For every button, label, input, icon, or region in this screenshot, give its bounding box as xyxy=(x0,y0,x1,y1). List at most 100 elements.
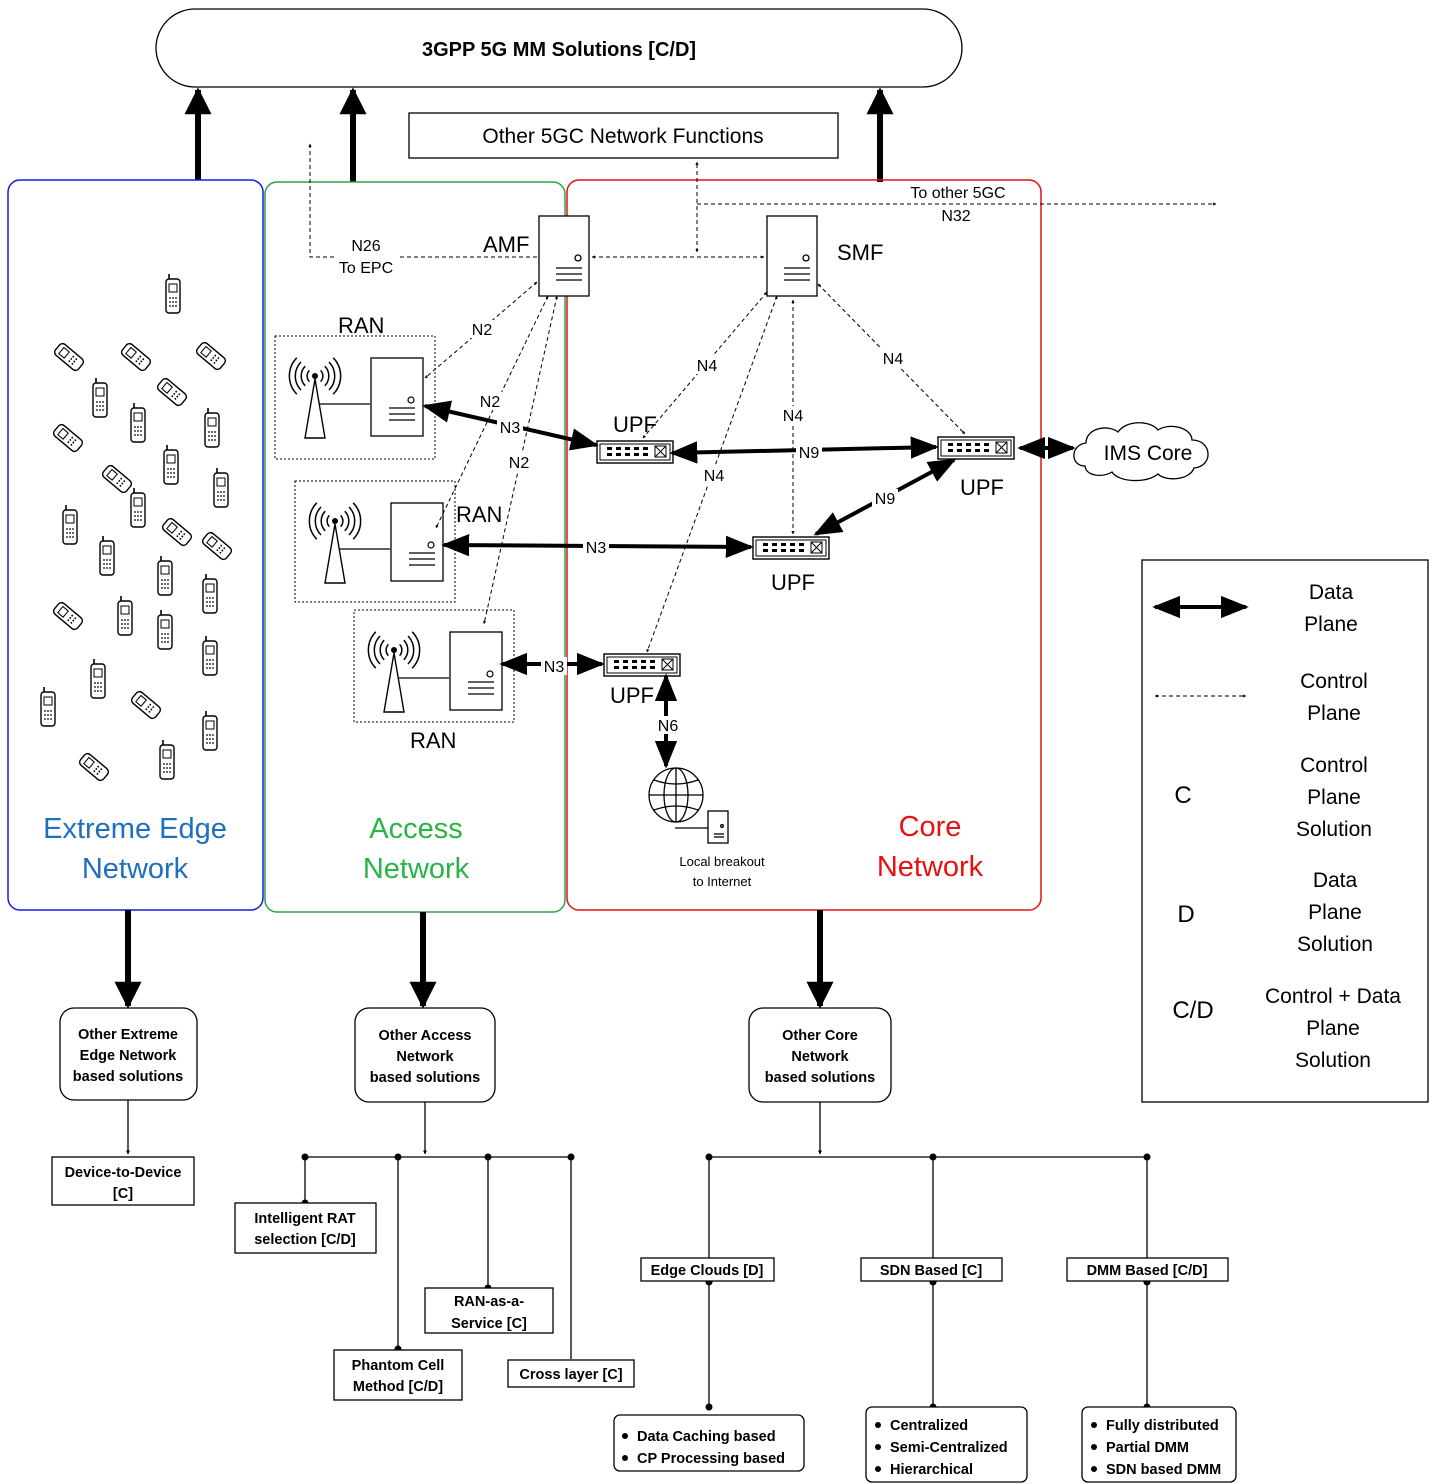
legend-cd-line1: Control + Data xyxy=(1265,985,1401,1008)
phantom-cell-box xyxy=(333,1349,463,1401)
list-item: Hierarchical xyxy=(890,1462,973,1478)
edge-region-label-1: Extreme Edge xyxy=(43,813,227,845)
phone-icon xyxy=(52,601,84,631)
title-box xyxy=(155,8,963,88)
base-station-icon xyxy=(370,357,424,437)
smf-label: SMF xyxy=(837,240,883,265)
antenna-tower-icon xyxy=(308,502,362,584)
ims-core-label: IMS Core xyxy=(1104,442,1193,465)
cross-layer-box xyxy=(507,1359,635,1388)
local-server-icon xyxy=(675,810,729,844)
edge-clouds-label: Edge Clouds [D] xyxy=(651,1263,764,1279)
legend-data-plane-line2: Plane xyxy=(1304,613,1358,636)
bullet-icon xyxy=(875,1444,881,1450)
ims-cloud-icon xyxy=(1073,422,1209,482)
access-solutions-line1: Other Access xyxy=(379,1028,472,1044)
device-cloud xyxy=(40,274,233,782)
upf-4-label: UPF xyxy=(610,683,654,708)
phone-icon xyxy=(99,536,115,576)
phantom-cell-line1: Phantom Cell xyxy=(352,1358,445,1374)
phone-icon xyxy=(195,341,227,371)
list-item: SDN based DMM xyxy=(1106,1462,1221,1478)
phone-icon xyxy=(159,740,175,780)
bullet-icon xyxy=(1091,1466,1097,1472)
phone-icon xyxy=(78,752,110,782)
d2d-box xyxy=(51,1156,195,1206)
legend-box xyxy=(1141,559,1429,1103)
base-station-icon xyxy=(390,502,444,582)
base-station-icon xyxy=(449,631,503,711)
list-item: Semi-Centralized xyxy=(890,1440,1008,1456)
core-region-label-2: Network xyxy=(877,851,984,883)
phone-icon xyxy=(165,274,181,314)
legend-cd-line3: Solution xyxy=(1295,1049,1371,1072)
bullet-icon xyxy=(1091,1422,1097,1428)
core-solutions-line1: Other Core xyxy=(782,1028,858,1044)
antenna-tower-icon xyxy=(367,631,421,713)
access-region-label-1: Access xyxy=(369,813,462,845)
dmm-based-label: DMM Based [C/D] xyxy=(1087,1263,1208,1279)
edge-clouds-list-box xyxy=(613,1414,805,1472)
upf-2-icon xyxy=(937,436,1015,460)
legend-c-symbol: C xyxy=(1174,782,1191,809)
n4-label-a: N4 xyxy=(697,358,718,375)
legend-control-plane-line1: Control xyxy=(1300,670,1368,693)
other-5gc-nf-box xyxy=(408,112,839,159)
intelligent-rat-line1: Intelligent RAT xyxy=(254,1211,355,1227)
intelligent-rat-line2: selection [C/D] xyxy=(254,1232,356,1248)
legend-c-line3: Solution xyxy=(1296,818,1372,841)
ran-2-icon xyxy=(294,480,456,603)
legend-d-line2: Plane xyxy=(1308,901,1362,924)
legend: Data Plane Control Plane C Control Plane… xyxy=(1141,559,1429,1103)
diagram-title: 3GPP 5G MM Solutions [C/D] xyxy=(422,39,696,61)
phone-icon xyxy=(202,574,218,614)
access-solutions-line2: Network xyxy=(396,1049,454,1065)
upf-1-label: UPF xyxy=(613,412,657,437)
phone-icon xyxy=(157,556,173,596)
phone-icon xyxy=(101,464,133,494)
list-item: Partial DMM xyxy=(1106,1440,1189,1456)
bullet-icon xyxy=(1091,1444,1097,1450)
phone-icon xyxy=(130,690,162,720)
core-solutions-line3: based solutions xyxy=(765,1070,875,1086)
ran-3-label: RAN xyxy=(410,728,456,753)
legend-c-line2: Plane xyxy=(1307,786,1361,809)
lbo-label-2: to Internet xyxy=(693,874,752,889)
list-item: Fully distributed xyxy=(1106,1418,1219,1434)
phone-icon xyxy=(90,659,106,699)
legend-c-line1: Control xyxy=(1300,754,1368,777)
extreme-edge-region xyxy=(7,179,264,911)
phone-icon xyxy=(156,377,188,407)
legend-cd-symbol: C/D xyxy=(1172,997,1213,1024)
phone-icon xyxy=(157,610,173,650)
raas-line2: Service [C] xyxy=(451,1316,527,1332)
list-item: Centralized xyxy=(890,1418,968,1434)
ran-frame xyxy=(274,335,436,460)
phone-icon xyxy=(40,687,56,727)
core-tree-lines xyxy=(705,1102,1151,1411)
upf-3-label: UPF xyxy=(771,570,815,595)
n3-label-a: N3 xyxy=(500,420,521,437)
upf-4-icon xyxy=(603,653,681,677)
upf-2-label: UPF xyxy=(960,475,1004,500)
phone-icon xyxy=(213,468,229,508)
n2-label-a: N2 xyxy=(472,322,493,339)
n4-label-d: N4 xyxy=(883,351,904,368)
phone-icon xyxy=(130,403,146,443)
n2-label-b: N2 xyxy=(480,394,501,411)
phone-icon xyxy=(117,596,133,636)
legend-d-line3: Solution xyxy=(1297,933,1373,956)
upf-3-icon xyxy=(752,536,830,560)
n26-label-1: N26 xyxy=(351,238,380,255)
sdn-based-box xyxy=(860,1257,1003,1282)
phone-icon xyxy=(161,517,193,547)
antenna-tower-icon xyxy=(288,357,342,439)
phone-icon xyxy=(120,342,152,372)
phone-icon xyxy=(163,445,179,485)
n9-label-a: N9 xyxy=(799,445,820,462)
legend-control-plane-line2: Plane xyxy=(1307,702,1361,725)
edge-solutions-line2: Edge Network xyxy=(80,1048,178,1064)
bullet-icon xyxy=(875,1466,881,1472)
